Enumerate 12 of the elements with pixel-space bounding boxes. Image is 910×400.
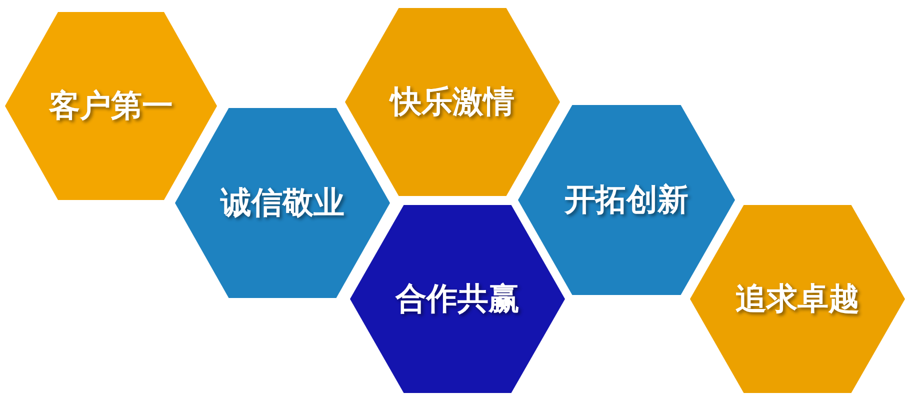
hexagon-label: 开拓创新: [564, 181, 688, 220]
hexagon: [350, 205, 565, 393]
hexagon: [518, 105, 735, 295]
hexagon: [175, 108, 390, 298]
hexagon-label: 诚信敬业: [220, 184, 344, 223]
hexagon: [690, 205, 905, 393]
hexagon-label: 合作共赢: [396, 280, 520, 319]
hexagon: [5, 12, 217, 200]
hexagon-label: 追求卓越: [736, 280, 860, 319]
hexagon-label: 客户第一: [49, 87, 173, 126]
hexagon: [345, 8, 560, 196]
hexagon-label: 快乐激情: [390, 83, 514, 122]
